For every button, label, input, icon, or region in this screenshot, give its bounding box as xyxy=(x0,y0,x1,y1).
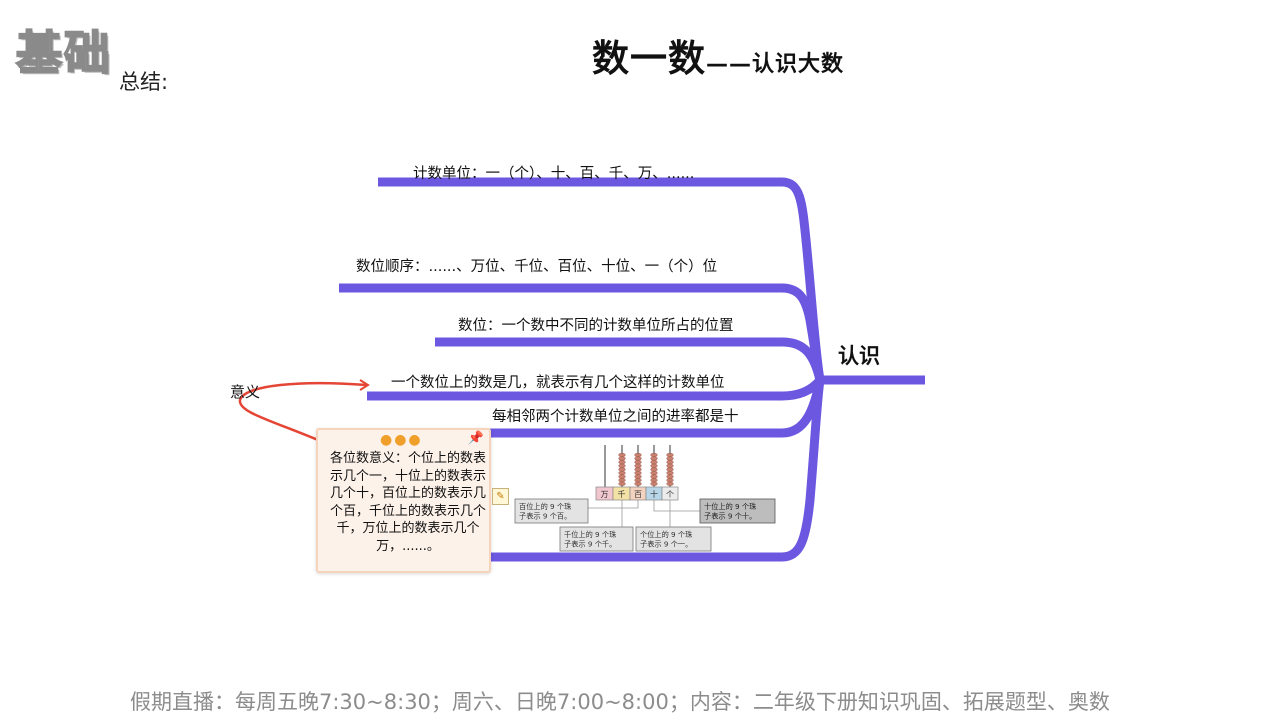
caption-leaders xyxy=(588,500,700,527)
central-topic: 认识 xyxy=(838,344,880,368)
place-label-qian: 千 xyxy=(618,489,626,499)
title-main: 数一数 xyxy=(592,37,706,80)
abacus-bead xyxy=(666,478,674,483)
place-label-shi: 十 xyxy=(650,489,658,499)
abacus-bead xyxy=(618,470,626,476)
branch-digit-meaning: 一个数位上的数是几，就表示有几个这样的计数单位 xyxy=(391,375,725,391)
basic-badge: 基础 xyxy=(15,26,112,80)
abacus-bead xyxy=(666,456,674,461)
abacus-bead xyxy=(634,452,642,458)
page-title: 数一数——认识大数 xyxy=(592,28,844,82)
title-sub: ——认识大数 xyxy=(706,52,845,77)
abacus-bead xyxy=(618,456,626,461)
abacus-bead xyxy=(650,460,658,465)
connector-branch-1 xyxy=(378,177,825,381)
place-labels: 万 千 百 十 个 xyxy=(595,486,679,501)
caption-hundreds-box: 百位上的 9 个珠子表示 9 个百。 xyxy=(514,498,589,524)
abacus-bead xyxy=(666,463,674,468)
abacus-bead xyxy=(618,478,626,483)
connector-branch-6 xyxy=(490,379,825,562)
pin-icon[interactable]: 📌 xyxy=(467,431,484,446)
caption-thousands-box: 千位上的 9 个珠子表示 9 个千。 xyxy=(559,526,634,552)
note-card: ●●● 📌 各位数意义：个位上的数表示几个一，十位上的数表示几个十，百位上的数表… xyxy=(316,428,491,573)
caption-ones-box: 个位上的 9 个珠子表示 9 个一。 xyxy=(635,526,712,552)
abacus-bead xyxy=(634,456,642,461)
abacus-bead xyxy=(618,474,626,479)
abacus-bead xyxy=(650,481,658,486)
abacus-bead xyxy=(650,463,658,468)
abacus-bead xyxy=(634,460,642,465)
caption-tens-box: 十位上的 9 个珠子表示 9 个十。 xyxy=(699,498,776,524)
connector-branch-3 xyxy=(435,337,825,382)
place-label-wan: 万 xyxy=(601,490,609,499)
place-label-bai: 百 xyxy=(634,490,642,499)
abacus-bead xyxy=(634,467,642,472)
abacus-bead xyxy=(666,467,674,472)
abacus-bead xyxy=(650,456,658,461)
abacus-beads xyxy=(618,452,674,486)
abacus-bead xyxy=(650,478,658,483)
branch-place-order: 数位顺序：......、万位、千位、百位、十位、一（个）位 xyxy=(356,259,718,275)
abacus-bead xyxy=(650,467,658,472)
abacus-bead xyxy=(666,474,674,479)
branch-ratio: 每相邻两个计数单位之间的进率都是十 xyxy=(492,409,739,425)
note-icon[interactable]: ✎ xyxy=(492,488,509,505)
relation-arc xyxy=(238,381,368,442)
abacus-bead xyxy=(666,452,674,458)
abacus-bead xyxy=(666,460,674,465)
abacus-illustration: 万 千 百 十 个 百位上的 9 个珠子表示 9 个百。 千位上的 9 个珠子表… xyxy=(514,445,776,552)
abacus-bead xyxy=(634,474,642,479)
abacus-bead xyxy=(618,460,626,465)
meaning-label: 意义 xyxy=(230,383,261,401)
caption-tens: 十位上的 9 个珠子表示 9 个十。 xyxy=(704,502,757,521)
abacus-bead xyxy=(650,470,658,476)
abacus-bead xyxy=(666,481,674,486)
abacus-bead xyxy=(634,478,642,483)
note-text: 各位数意义：个位上的数表示几个一，十位上的数表示几个十，百位上的数表示几个百，千… xyxy=(329,451,486,554)
abacus-bead xyxy=(618,481,626,486)
footer-schedule: 假期直播：每周五晚7:30~8:30；周六、日晚7:00~8:00；内容：二年级… xyxy=(130,690,1110,714)
summary-label: 总结: xyxy=(119,70,169,94)
abacus-bead xyxy=(618,467,626,472)
caption-ones: 个位上的 9 个珠子表示 9 个一。 xyxy=(640,530,693,549)
abacus-bead xyxy=(666,470,674,476)
abacus-bead xyxy=(618,452,626,458)
place-label-ge: 个 xyxy=(666,490,674,499)
abacus-bead xyxy=(634,463,642,468)
abacus-bead xyxy=(650,452,658,458)
relation-arrowhead xyxy=(359,379,370,391)
abacus-bead xyxy=(618,463,626,468)
branch-place-definition: 数位：一个数中不同的计数单位所占的位置 xyxy=(458,318,734,334)
abacus-bead xyxy=(650,474,658,479)
abacus-bead xyxy=(634,470,642,476)
branch-counting-units: 计数单位：一（个）、十、百、千、万、...... xyxy=(413,166,695,182)
caption-hundreds: 百位上的 9 个珠子表示 9 个百。 xyxy=(519,502,572,521)
caption-thousands: 千位上的 9 个珠子表示 9 个千。 xyxy=(564,530,617,549)
ellipsis-icon[interactable]: ●●● xyxy=(380,432,423,448)
abacus-bead xyxy=(634,481,642,486)
